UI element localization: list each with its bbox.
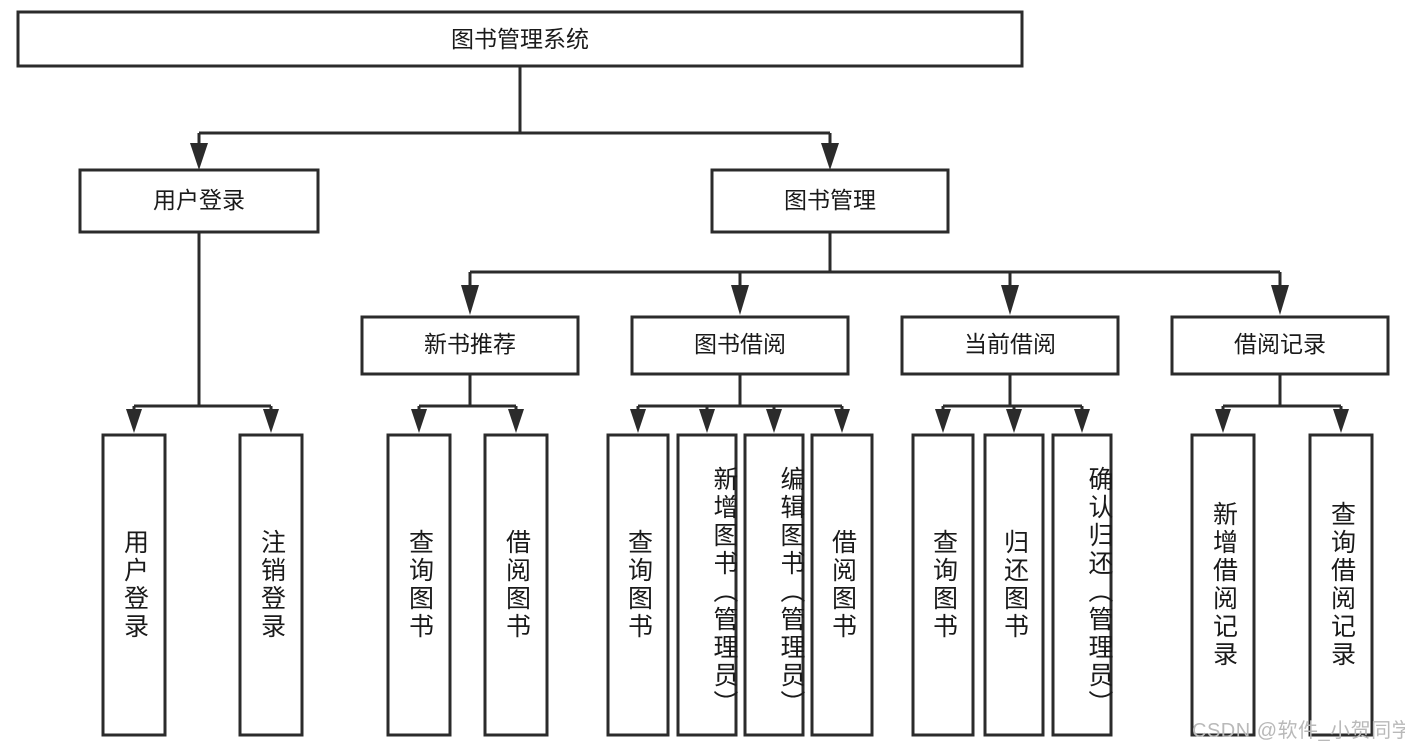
arrow-head-icon — [1074, 409, 1090, 433]
node-box — [1051, 433, 1113, 737]
leaf-node-query-borrow-record[interactable] — [1308, 433, 1374, 737]
arrow-head-icon — [1006, 409, 1022, 433]
connector-root-to-level2 — [190, 66, 839, 170]
arrow-head-icon — [1271, 285, 1289, 315]
leaf-node-confirm-return[interactable] — [1051, 433, 1113, 737]
node-new-book-recommend[interactable]: 新书推荐 — [360, 315, 580, 376]
node-box — [983, 433, 1045, 737]
arrow-head-icon — [630, 409, 646, 433]
connector-userlogin-to-leaves — [126, 232, 279, 433]
leaf-node-add-borrow-record[interactable] — [1190, 433, 1256, 737]
node-box — [101, 433, 167, 737]
leaf-node-query-book-recommend[interactable] — [386, 433, 452, 737]
leaf-node-return-book[interactable] — [983, 433, 1045, 737]
node-label: 图书管理 — [784, 187, 876, 213]
leaf-node-logout[interactable] — [238, 433, 304, 737]
node-label: 图书借阅 — [694, 331, 786, 357]
leaf-node-query-book-current[interactable] — [911, 433, 975, 737]
connector-borrowrecord-to-leaves — [1215, 374, 1349, 433]
node-root-system[interactable]: 图书管理系统 — [16, 10, 1024, 68]
node-label: 新书推荐 — [424, 331, 516, 357]
node-box — [900, 315, 1120, 376]
node-borrow-record[interactable]: 借阅记录 — [1170, 315, 1390, 376]
leaf-node-borrow-book[interactable] — [810, 433, 874, 737]
csdn-watermark: CSDN @软件_小贺同学 — [1192, 720, 1405, 742]
arrow-head-icon — [1333, 409, 1349, 433]
node-box — [606, 433, 670, 737]
leaf-node-query-book-borrow[interactable] — [606, 433, 670, 737]
arrow-head-icon — [461, 285, 479, 315]
arrow-head-icon — [834, 409, 850, 433]
node-box — [676, 433, 738, 737]
node-box — [360, 315, 580, 376]
arrow-head-icon — [1001, 285, 1019, 315]
leaf-node-add-book[interactable] — [676, 433, 738, 737]
node-box — [743, 433, 805, 737]
node-box — [1308, 433, 1374, 737]
node-book-management[interactable]: 图书管理 — [710, 168, 950, 234]
node-current-borrow[interactable]: 当前借阅 — [900, 315, 1120, 376]
connector-newbook-to-leaves — [411, 374, 524, 433]
arrow-head-icon — [126, 409, 142, 433]
node-label: 当前借阅 — [964, 331, 1056, 357]
arrow-head-icon — [731, 285, 749, 315]
arrow-head-icon — [263, 409, 279, 433]
node-label: 借阅记录 — [1234, 331, 1326, 357]
leaf-node-borrow-book-recommend[interactable] — [483, 433, 549, 737]
connector-bookborrow-to-leaves — [630, 374, 850, 433]
leaf-node-user-login[interactable] — [101, 433, 167, 737]
node-box — [483, 433, 549, 737]
connector-currentborrow-to-leaves — [935, 374, 1090, 433]
node-box — [1190, 433, 1256, 737]
node-box — [630, 315, 850, 376]
arrow-head-icon — [935, 409, 951, 433]
node-box — [238, 433, 304, 737]
node-box — [386, 433, 452, 737]
node-book-borrow[interactable]: 图书借阅 — [630, 315, 850, 376]
node-label: 用户登录 — [153, 187, 245, 213]
node-box — [16, 10, 1024, 68]
arrow-head-icon — [1215, 409, 1231, 433]
connector-bookmgmt-to-level3 — [461, 232, 1289, 315]
arrow-head-icon — [411, 409, 427, 433]
arrow-head-icon — [508, 409, 524, 433]
node-box — [1170, 315, 1390, 376]
node-box — [78, 168, 320, 234]
arrow-head-icon — [190, 143, 208, 170]
node-box — [911, 433, 975, 737]
leaf-node-edit-book[interactable] — [743, 433, 805, 737]
arrow-head-icon — [766, 409, 782, 433]
arrow-head-icon — [821, 143, 839, 170]
node-label: 图书管理系统 — [451, 26, 589, 52]
node-user-login[interactable]: 用户登录 — [78, 168, 320, 234]
node-box — [710, 168, 950, 234]
arrow-head-icon — [699, 409, 715, 433]
node-box — [810, 433, 874, 737]
